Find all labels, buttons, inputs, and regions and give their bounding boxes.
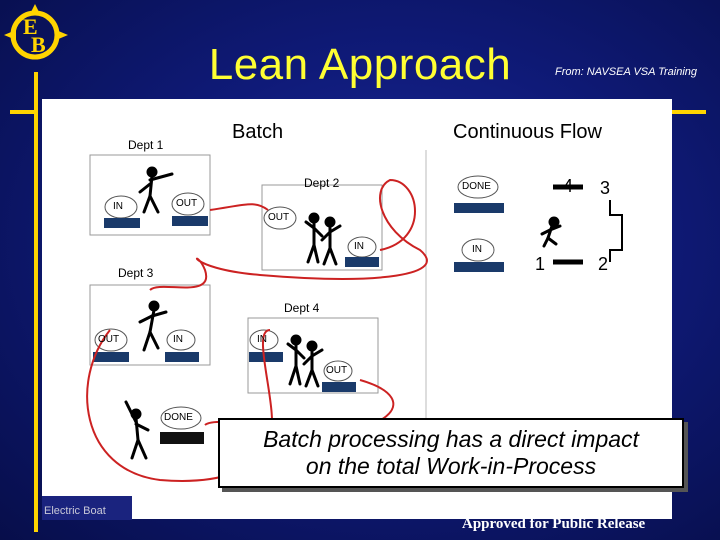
dept3-out-label: OUT bbox=[98, 334, 120, 345]
svg-text:E: E bbox=[23, 14, 38, 39]
accent-line-left bbox=[10, 110, 38, 114]
callout-line-2: on the total Work-in-Process bbox=[305, 453, 597, 479]
dept1-out-label: OUT bbox=[176, 198, 198, 209]
footer-bar bbox=[42, 496, 132, 520]
flow-in-label: IN bbox=[472, 244, 482, 255]
dept2-in-label: IN bbox=[354, 241, 364, 252]
dept2-label: Dept 2 bbox=[304, 176, 340, 190]
company-name: Electric Boat bbox=[44, 505, 106, 517]
dept3-label: Dept 3 bbox=[118, 266, 154, 280]
source-note: From: NAVSEA VSA Training bbox=[555, 66, 698, 78]
svg-text:B: B bbox=[31, 32, 46, 57]
dept4-label: Dept 4 bbox=[284, 301, 320, 315]
dept2-out-label: OUT bbox=[268, 212, 290, 223]
flow-step-4: 4 bbox=[563, 176, 574, 196]
accent-line-vertical bbox=[34, 72, 38, 532]
dept1-label: Dept 1 bbox=[128, 138, 164, 152]
flow-heading: Continuous Flow bbox=[453, 121, 602, 143]
flow-step-3: 3 bbox=[600, 178, 611, 198]
flow-step-1: 1 bbox=[535, 254, 546, 274]
dept4-out-label: OUT bbox=[326, 365, 348, 376]
dept1-in-label: IN bbox=[113, 201, 123, 212]
callout-line-1: Batch processing has a direct impact bbox=[263, 426, 639, 452]
flow-step-2: 2 bbox=[598, 254, 609, 274]
dept3-in-label: IN bbox=[173, 334, 183, 345]
callout-box: Batch processing has a direct impact on … bbox=[218, 418, 684, 488]
release-note: Approved for Public Release bbox=[462, 516, 646, 532]
accent-line-right bbox=[668, 110, 706, 114]
dept4-in-label: IN bbox=[257, 334, 267, 345]
batch-heading: Batch bbox=[232, 121, 284, 143]
eb-logo-icon: E B bbox=[4, 4, 68, 60]
page-title: Lean Approach bbox=[208, 40, 512, 89]
flow-done-label: DONE bbox=[462, 181, 491, 192]
batch-done-label: DONE bbox=[164, 412, 193, 423]
